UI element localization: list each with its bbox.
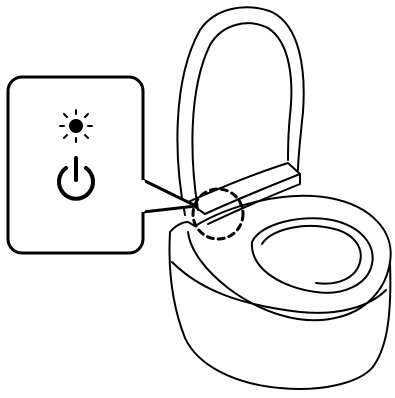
seat-inner-edge	[262, 226, 361, 284]
light-on-icon	[60, 110, 92, 142]
seat-opening	[252, 218, 373, 293]
toilet-lid-outer	[177, 7, 303, 215]
toilet-lid-inner	[192, 23, 291, 210]
control-panel-front	[205, 174, 300, 224]
control-panel-top	[188, 163, 300, 214]
callout-pointer	[143, 180, 196, 212]
body-side	[170, 222, 195, 232]
